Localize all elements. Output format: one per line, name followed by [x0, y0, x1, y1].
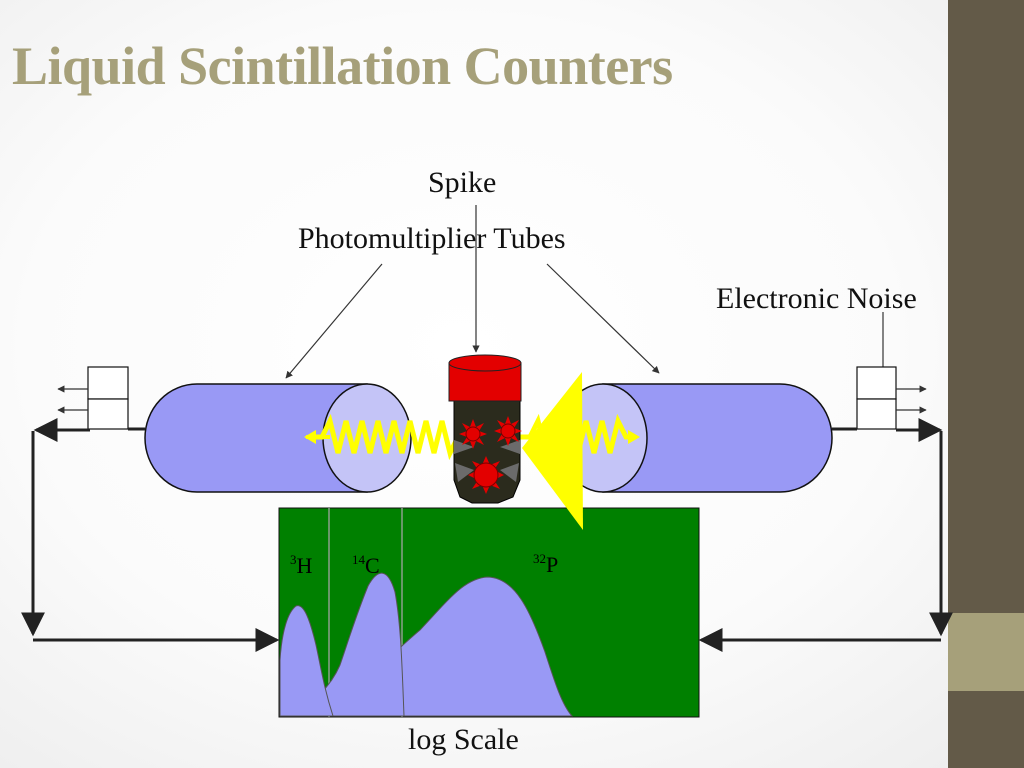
right-tube-body	[602, 383, 833, 493]
side-bar	[948, 0, 1024, 768]
right-connector	[832, 366, 927, 431]
peak-label-h3-mass: 3	[290, 552, 297, 567]
spike-label: Spike	[428, 166, 497, 199]
scintillation-event-1	[459, 419, 487, 449]
peak-label-h3: 3H	[290, 553, 312, 579]
scintillation-event-3	[468, 456, 504, 494]
photomultiplier-tubes-label: Photomultiplier Tubes	[298, 222, 566, 255]
log-scale-label: log Scale	[408, 723, 519, 756]
peak-label-c14-symbol: C	[365, 553, 380, 578]
left-tube-body	[144, 383, 368, 493]
peak-c14	[288, 572, 405, 717]
vial-shading-bottom-right	[500, 463, 519, 482]
left-connector	[57, 366, 145, 431]
light-flash-cone	[522, 372, 583, 530]
energy-spectrum-panel	[278, 507, 700, 718]
vial-body	[453, 383, 521, 504]
left-connector-box-bottom	[87, 398, 129, 430]
left-signal-path	[20, 418, 280, 652]
vial-shading-right	[500, 440, 520, 454]
light-arrowhead-right	[628, 430, 640, 444]
peak-label-p32-symbol: P	[546, 552, 559, 577]
right-connector-box-top	[856, 366, 897, 400]
pmt-arrow-left	[285, 263, 383, 379]
vial-shading-bottom-left	[455, 463, 474, 482]
vial-shading-left	[454, 440, 474, 454]
light-arrowhead-left	[304, 430, 316, 444]
peak-label-p32-mass: 32	[533, 551, 546, 566]
light-wave-left	[312, 413, 461, 461]
peak-h3	[279, 605, 334, 717]
peak-label-c14-mass: 14	[352, 552, 365, 567]
right-signal-path	[698, 418, 953, 652]
scintillation-event-2	[494, 416, 522, 446]
peak-label-h3-symbol: H	[296, 553, 313, 578]
side-bar-accent	[948, 613, 1024, 691]
pmt-arrow-right	[546, 263, 660, 374]
sample-vial	[448, 354, 522, 504]
electronic-noise-label: Electronic Noise	[716, 282, 917, 315]
scintillation-diagram	[20, 205, 953, 718]
peak-label-p32: 32P	[533, 552, 558, 578]
left-connector-box-top	[87, 366, 129, 400]
slide-title: Liquid Scintillation Counters	[12, 36, 673, 96]
vial-cap-top	[448, 354, 522, 372]
peak-label-c14: 14C	[352, 553, 380, 579]
left-photomultiplier-tube	[144, 383, 412, 493]
right-connector-box-bottom	[856, 398, 897, 430]
